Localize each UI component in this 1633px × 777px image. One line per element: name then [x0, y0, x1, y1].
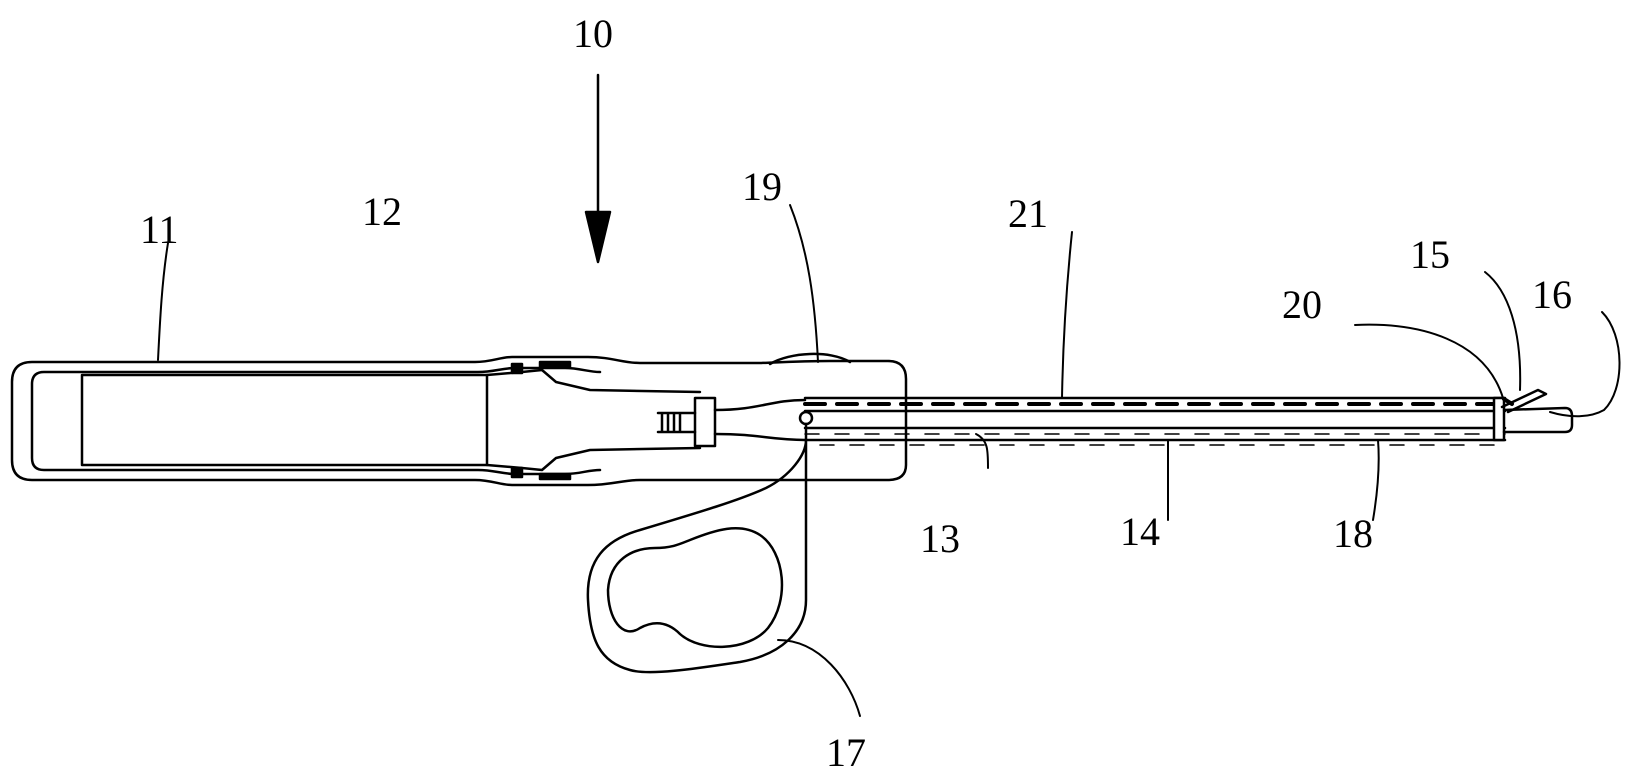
label-16: 16: [1532, 272, 1572, 317]
fitting-bottom-2: [540, 474, 570, 479]
connector-taper: [715, 400, 805, 440]
handle-housing-inner: [32, 368, 600, 474]
label-20: 20: [1282, 282, 1322, 327]
label-17: 17: [826, 730, 866, 775]
fitting-top: [512, 364, 522, 373]
label-11: 11: [140, 207, 179, 252]
label-10: 10: [573, 11, 613, 56]
label-18: 18: [1333, 511, 1373, 556]
shaft: [805, 398, 1505, 445]
connector-spring: [658, 413, 695, 432]
label-14: 14: [1120, 509, 1160, 554]
fitting-top-2: [540, 362, 570, 367]
leader-lines: [158, 205, 1620, 716]
label-19: 19: [742, 164, 782, 209]
label-21: 21: [1008, 191, 1048, 236]
view-arrow: [586, 75, 610, 262]
loop-handle-inner: [608, 528, 782, 647]
label-15: 15: [1410, 232, 1450, 277]
slider-body: [82, 375, 487, 465]
label-12: 12: [362, 189, 402, 234]
pivot: [800, 412, 812, 424]
label-13: 13: [920, 516, 960, 561]
fitting-bottom: [512, 468, 522, 477]
connector-block: [695, 398, 715, 446]
